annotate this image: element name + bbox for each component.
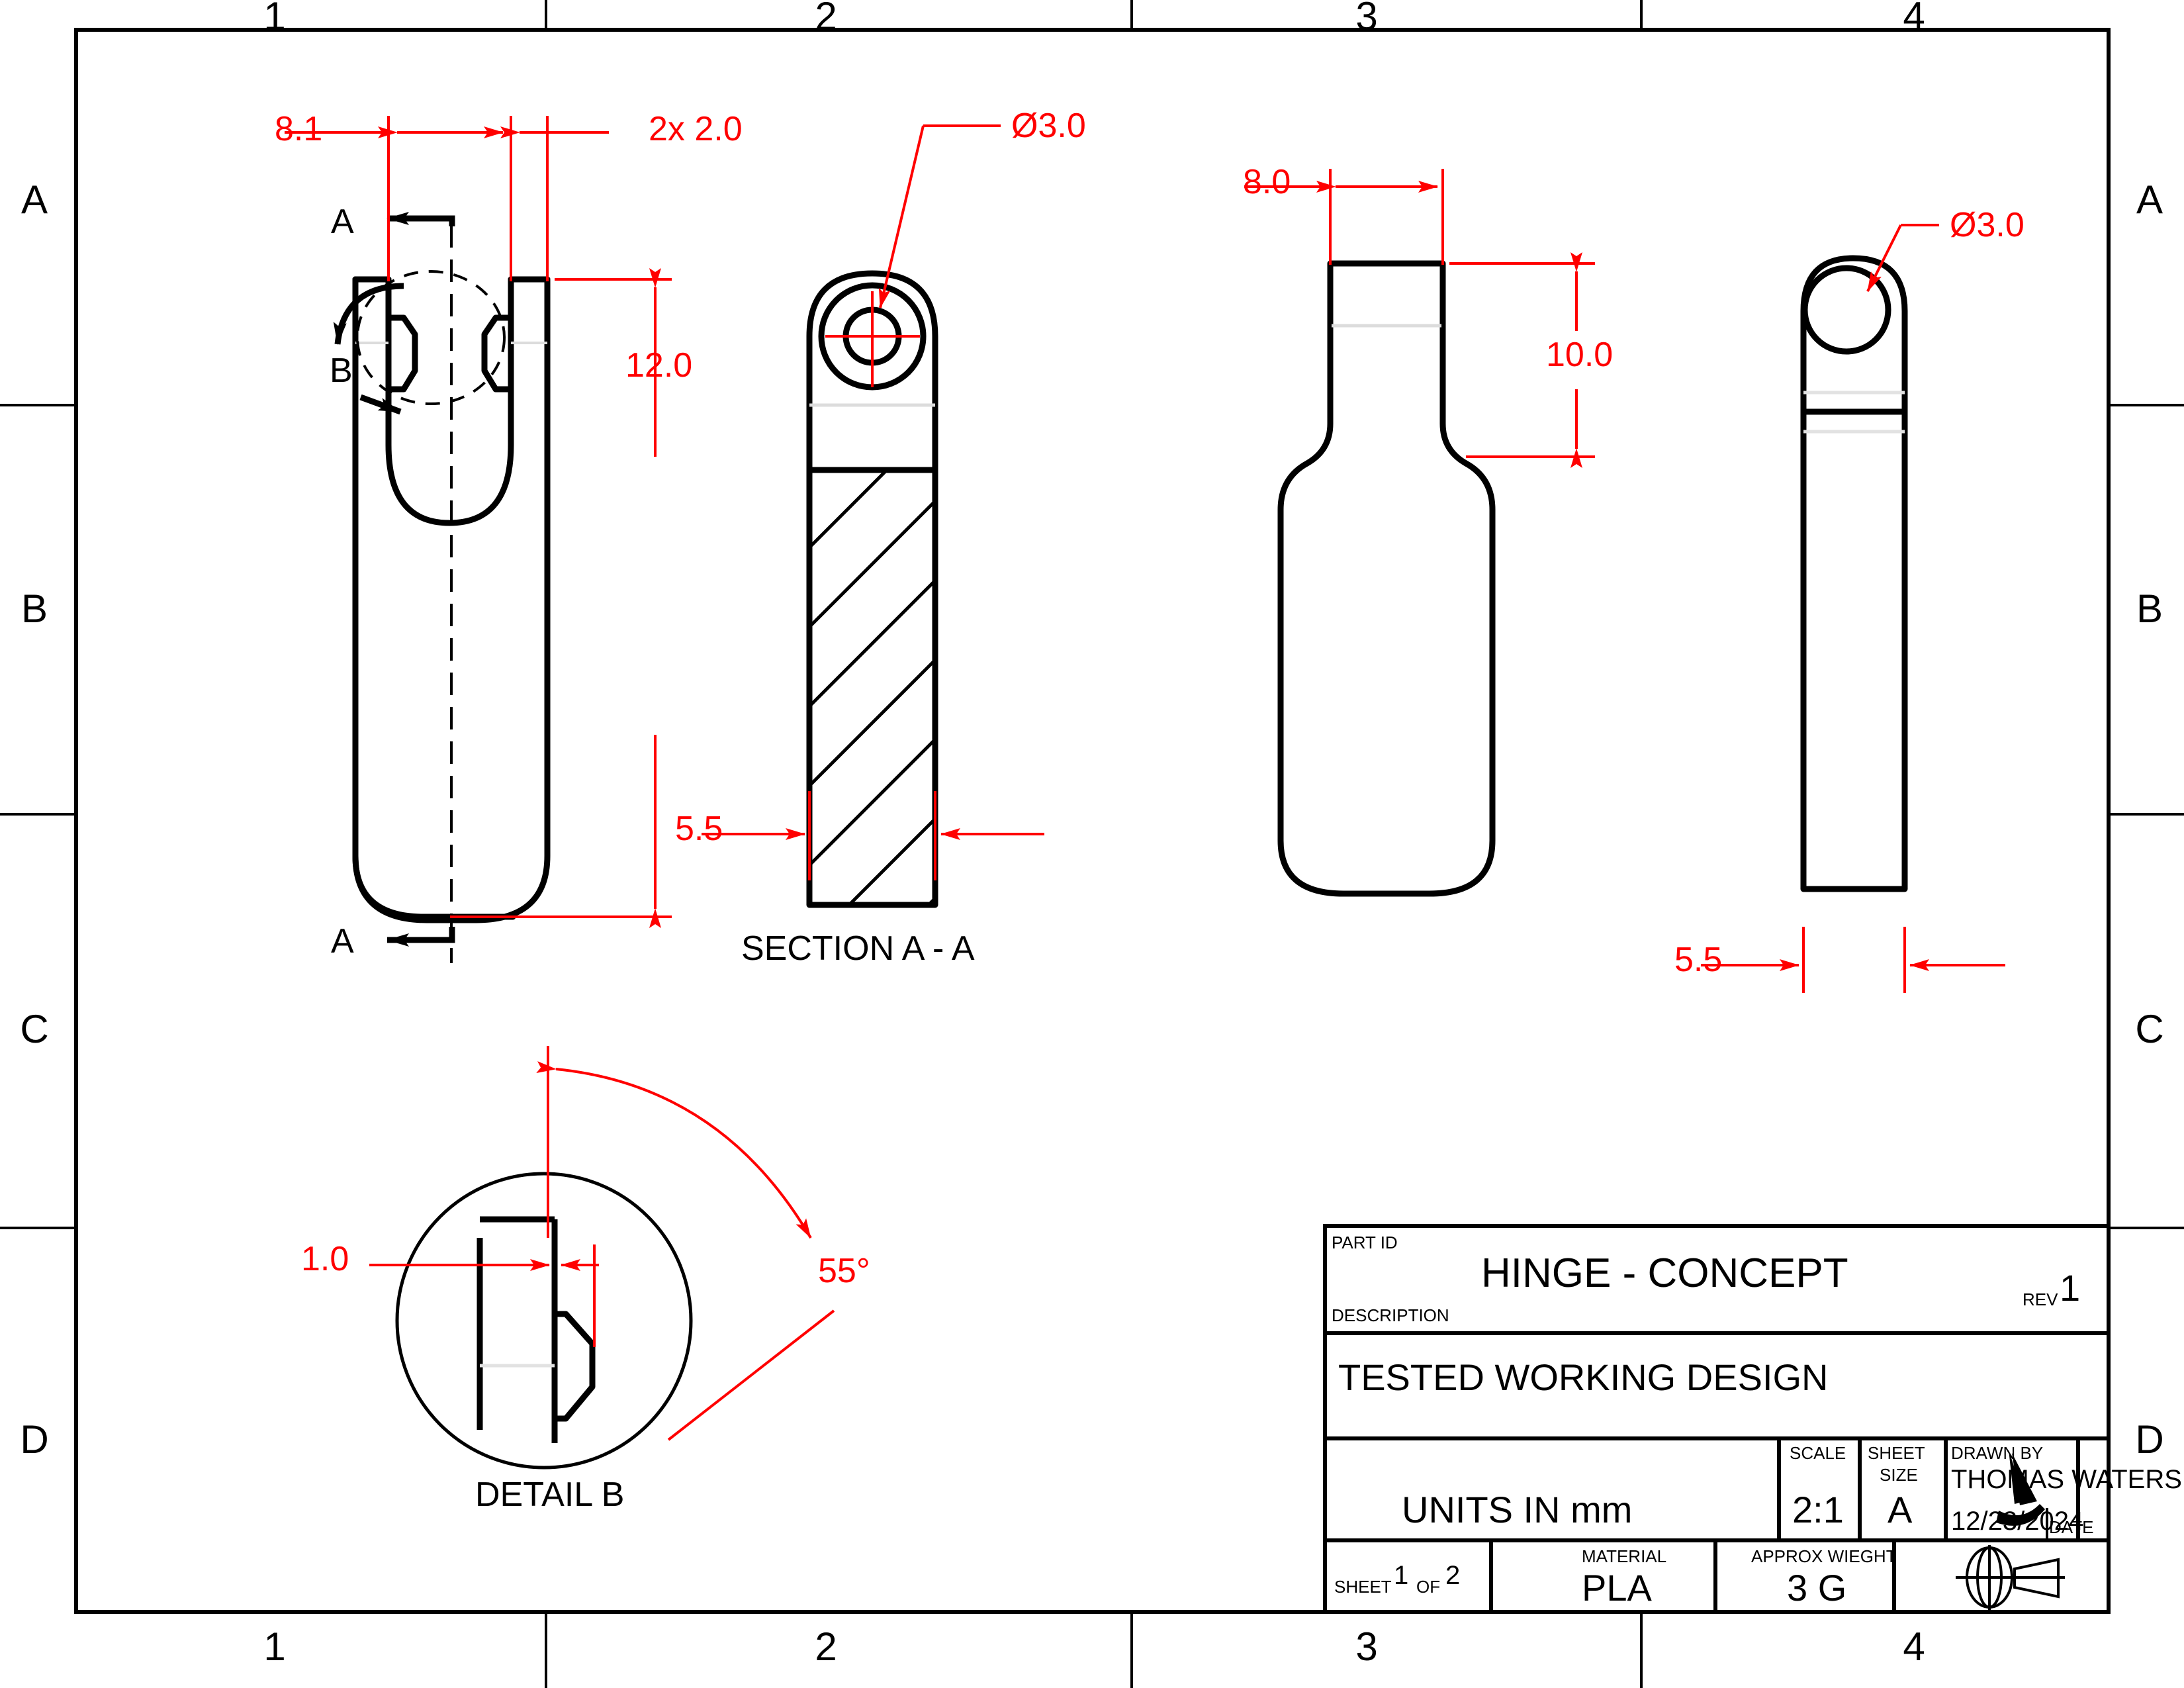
detail-b-callout-circle xyxy=(356,270,506,405)
detail-b-leader xyxy=(333,283,404,345)
section-arrow-label-bottom: A xyxy=(331,922,354,961)
section-view-geometry xyxy=(806,270,938,908)
drawn-by-value: THOMAS WATERS xyxy=(1951,1465,2182,1494)
zone-bottom-3: 3 xyxy=(1355,1624,1378,1669)
part-id-label: PART ID xyxy=(1332,1233,1398,1252)
zone-right-d: D xyxy=(2135,1417,2164,1462)
sheet-frame xyxy=(74,28,2111,1614)
dimension-5-5-section: 5.5 xyxy=(675,810,723,848)
section-arrow-bottom xyxy=(387,927,455,947)
section-hatching xyxy=(809,471,935,904)
side-profile-tangent-lines xyxy=(1803,391,1905,434)
detail-view-caption: DETAIL B xyxy=(475,1476,625,1514)
zone-left-c: C xyxy=(20,1007,49,1051)
zone-top-2: 2 xyxy=(815,0,837,38)
company-logo-icon xyxy=(1996,1450,2045,1526)
material-value: PLA xyxy=(1582,1567,1652,1609)
weight-value: 3 G xyxy=(1787,1567,1847,1609)
detail-b-leader-2 xyxy=(359,394,402,415)
sheet-size-label-2: SIZE xyxy=(1880,1465,1918,1485)
section-view-caption: SECTION A - A xyxy=(741,929,975,968)
rev-value: 1 xyxy=(2060,1267,2081,1309)
section-arrow-label-top: A xyxy=(331,203,354,241)
part-id-value: HINGE - CONCEPT xyxy=(1481,1250,1848,1296)
zone-bottom-4: 4 xyxy=(1903,1624,1925,1669)
projection-symbol-icon xyxy=(1956,1545,2065,1610)
title-block-frame xyxy=(1323,1224,2111,1614)
dimension-1-0: 1.0 xyxy=(301,1240,349,1278)
detail-callout-label: B xyxy=(330,352,353,390)
side-dia-leader xyxy=(1866,224,1939,292)
sheet-size-value: A xyxy=(1888,1489,1913,1530)
sheet-label: SHEET xyxy=(1334,1577,1392,1597)
side-thickness-dimension xyxy=(1701,927,2005,993)
sheet-size-label-1: SHEET xyxy=(1868,1443,1925,1463)
zone-top-3: 3 xyxy=(1355,0,1378,38)
rev-label: REV xyxy=(2023,1289,2058,1309)
zone-left-d: D xyxy=(20,1417,49,1462)
dimension-10-0: 10.0 xyxy=(1546,336,1614,374)
top-profile-geometry xyxy=(1277,260,1496,897)
dimension-dia-3-0-side: Ø3.0 xyxy=(1950,206,2025,244)
side-hole xyxy=(1801,265,1891,355)
weight-label: APPROX WIEGHT xyxy=(1751,1546,1897,1566)
detail-b-dimensions xyxy=(369,1046,835,1441)
front-view-dimensions xyxy=(285,116,672,928)
dimension-8-0: 8.0 xyxy=(1243,163,1291,201)
zone-left-a: A xyxy=(21,177,48,222)
sheet-num: 1 xyxy=(1394,1561,1409,1590)
date-label: DATE xyxy=(2049,1517,2094,1537)
zone-left-b: B xyxy=(21,586,48,631)
zone-right-b: B xyxy=(2136,586,2163,631)
drawn-by-label: DRAWN BY xyxy=(1951,1443,2044,1463)
dimension-dia-3-0-section: Ø3.0 xyxy=(1011,107,1086,145)
description-value: TESTED WORKING DESIGN xyxy=(1338,1356,1829,1398)
side-profile-geometry xyxy=(1800,255,1908,892)
dimension-55-deg: 55° xyxy=(818,1252,870,1290)
units-value: UNITS IN mm xyxy=(1402,1489,1633,1530)
section-arrow-top xyxy=(387,212,455,226)
description-label: DESCRIPTION xyxy=(1332,1305,1449,1325)
zone-right-c: C xyxy=(2135,1007,2164,1051)
material-label: MATERIAL xyxy=(1582,1546,1667,1566)
dimension-12-0: 12.0 xyxy=(625,346,693,385)
section-hole-centermark xyxy=(825,291,920,387)
top-profile-dimensions xyxy=(1244,169,1595,468)
dimension-2x-2-0: 2x 2.0 xyxy=(649,110,743,148)
zone-bottom-1: 1 xyxy=(263,1624,286,1669)
date-value: 12/23/2024 xyxy=(1951,1507,2084,1536)
sheet-of: OF xyxy=(1416,1577,1441,1597)
dimension-5-5-side: 5.5 xyxy=(1674,941,1723,979)
zone-right-a: A xyxy=(2136,177,2163,222)
zone-bottom-2: 2 xyxy=(815,1624,837,1669)
zone-top-1: 1 xyxy=(263,0,286,38)
section-dia-leader xyxy=(878,124,1001,308)
zone-top-4: 4 xyxy=(1903,0,1925,38)
dimension-8-1: 8.1 xyxy=(275,110,323,148)
scale-label: SCALE xyxy=(1790,1443,1846,1463)
sheet-total: 2 xyxy=(1445,1561,1461,1590)
section-thickness-dimension xyxy=(702,791,1044,880)
detail-b-geometry xyxy=(477,1216,596,1443)
scale-value: 2:1 xyxy=(1792,1489,1844,1530)
